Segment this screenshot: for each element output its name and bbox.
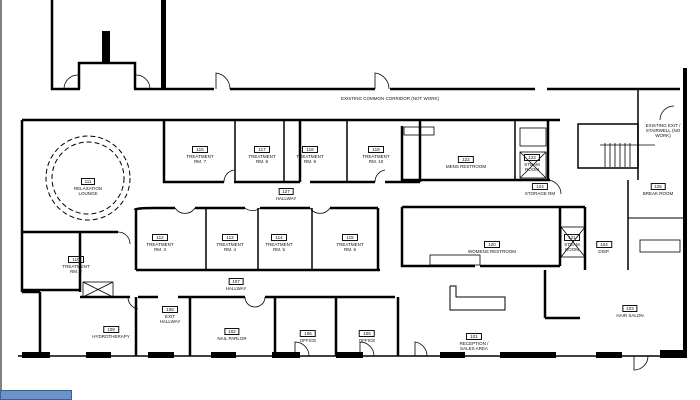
room-treatment-6: 115Treatment Rm. 6 (336, 234, 364, 252)
corridor-note: Existing Common Corridor (Not Work) (341, 96, 439, 101)
room-nail-parlor: 102Nail Parlor (217, 328, 247, 341)
room-office-106: 106Office (299, 330, 317, 343)
room-mens-restroom: 122Mens Restroom (445, 156, 487, 169)
room-hydrotherapy: 109Hydrotherapy (92, 326, 130, 339)
blue-bar (0, 390, 72, 400)
stairwell-note: Existing Exit / Stairwell (No Work) (645, 123, 681, 138)
room-hallway-107: 107Hallway (225, 278, 247, 291)
room-treatment-3: 112Treatment Rm. 3 (146, 234, 174, 252)
room-treatment-10: 119Treatment Rm. 10 (362, 146, 390, 164)
room-storage: 124Storage Rm (524, 183, 556, 196)
room-disp: 104Disp. (596, 241, 612, 254)
room-exit-hallway: 108Exit Hallway (159, 306, 181, 324)
room-treatment-5: 114Treatment Rm. 5 (265, 234, 293, 252)
room-treatment-7: 116Treatment Rm. 7 (186, 146, 214, 164)
room-relaxation-lounge: 111Relaxation Lounge (73, 178, 103, 196)
room-hallway-127: 127Hallway (275, 188, 297, 201)
room-office-105: 105Office (358, 330, 376, 343)
room-break-room: 125Break Room (642, 183, 674, 196)
room-hair-salon: 103Hair Salon (616, 305, 644, 318)
room-steam-121: 121Steam Room (564, 234, 580, 252)
room-reception: 101Reception / Sales Area (459, 333, 489, 351)
room-treatment-2: 110Treatment Rm. 2 (62, 256, 90, 274)
room-treatment-4: 113Treatment Rm. 4 (216, 234, 244, 252)
room-treatment-8: 117Treatment Rm. 8 (248, 146, 276, 164)
room-steam-123: 123Steam Room (524, 154, 540, 172)
room-womens-restroom: 120Womens Restroom (468, 241, 516, 254)
room-treatment-9: 118Treatment Rm. 9 (296, 146, 324, 164)
